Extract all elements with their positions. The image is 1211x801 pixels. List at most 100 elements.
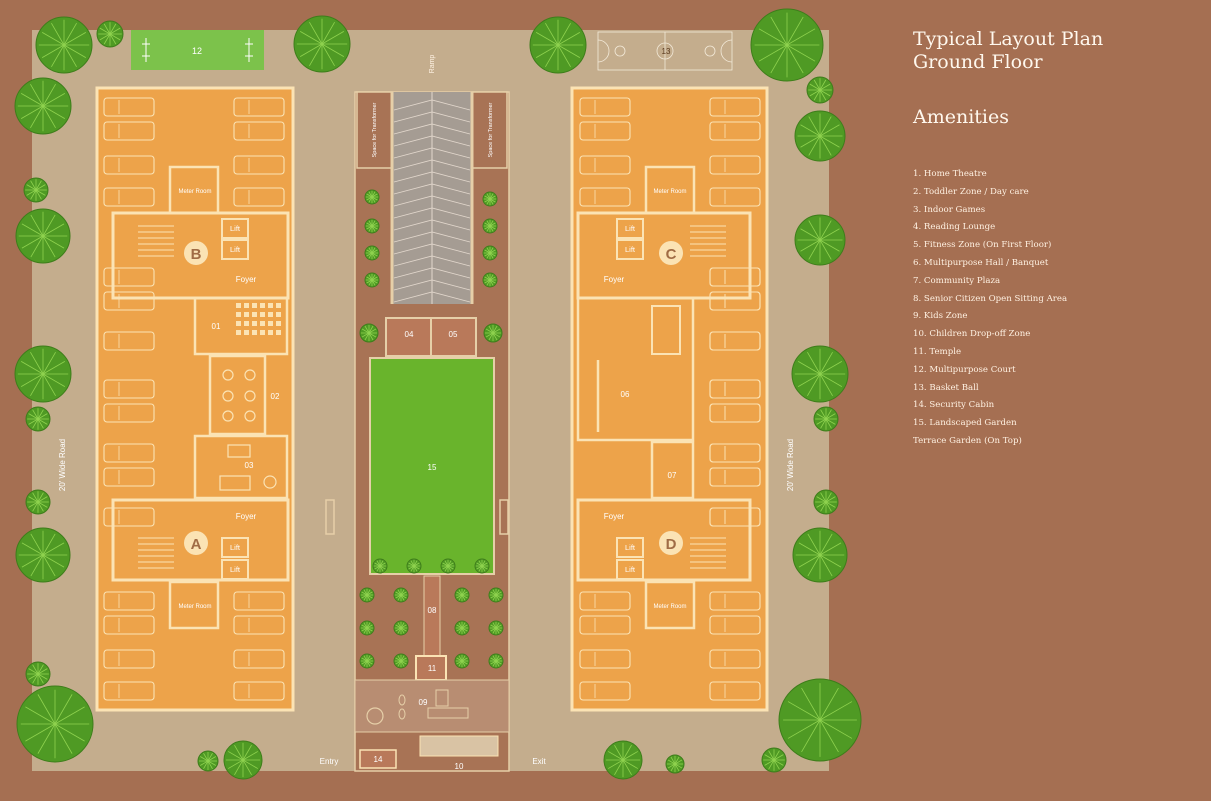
foyer-label: Foyer [604, 275, 625, 284]
tree-icon [223, 740, 263, 780]
parking-bay [103, 291, 155, 311]
lift-label: Lift [230, 224, 241, 233]
parking-bay [579, 615, 631, 635]
parking-bay [103, 681, 155, 701]
parking-bay [709, 681, 761, 701]
amenity-item: 2. Toddler Zone / Day care [913, 186, 1029, 197]
zone-label-09: 09 [419, 698, 428, 707]
tree-icon [482, 191, 498, 207]
block-a-marker [184, 531, 208, 555]
tree-icon [14, 345, 72, 403]
parking-bay [579, 97, 631, 117]
tree-icon [15, 208, 71, 264]
parking-bay [103, 467, 155, 487]
parking-bay [233, 155, 285, 175]
tree-icon [806, 76, 834, 104]
parking-bay [103, 443, 155, 463]
lift-label: Lift [625, 224, 636, 233]
tree-icon [792, 527, 848, 583]
parking-bays-right [579, 97, 761, 701]
parking-bay [709, 97, 761, 117]
lift-label: Lift [625, 245, 636, 254]
parking-bay [579, 681, 631, 701]
parking-bay [579, 591, 631, 611]
tree-icon [364, 218, 380, 234]
tree-icon [364, 272, 380, 288]
parking-bay [233, 615, 285, 635]
tree-icon [96, 20, 124, 48]
tree-icon [393, 653, 409, 669]
right-road-label: 20' Wide Road [786, 439, 795, 491]
zone-label-04: 04 [405, 330, 414, 339]
multipurpose-court: 12 [131, 30, 264, 70]
tree-icon [364, 245, 380, 261]
tree-icon [488, 653, 504, 669]
zone-label-13: 13 [662, 47, 671, 56]
amenities-heading: Amenities [913, 106, 1010, 128]
amenity-item: 12. Multipurpose Court [913, 364, 1016, 375]
meter-room-label: Meter Room [653, 189, 686, 195]
tree-icon [454, 620, 470, 636]
amenity-item: 5. Fitness Zone (On First Floor) [913, 240, 1052, 251]
parking-bay [579, 187, 631, 207]
tree-icon [406, 558, 422, 574]
parking-bay [233, 97, 285, 117]
amenity-item: 1. Home Theatre [913, 169, 987, 179]
tree-icon [25, 406, 51, 432]
parking-bay [709, 331, 761, 351]
tree-icon [359, 587, 375, 603]
parking-bay [103, 267, 155, 287]
parking-bay [579, 121, 631, 141]
zone-label-11: 11 [428, 664, 437, 673]
amenity-item: 3. Indoor Games [913, 204, 986, 215]
lift-label: Lift [230, 565, 241, 574]
basketball-court: 13 [597, 31, 733, 71]
tree-icon [14, 77, 72, 135]
parking-bay [709, 403, 761, 423]
tree-icon [359, 653, 375, 669]
parking-bay [233, 681, 285, 701]
tree-icon [483, 323, 503, 343]
zone-label-06: 06 [621, 390, 630, 399]
parking-bay [709, 121, 761, 141]
left-road-label: 20' Wide Road [58, 439, 67, 491]
tree-icon [794, 110, 846, 162]
tree-icon [16, 685, 94, 763]
tree-icon [529, 16, 587, 74]
parking-bay [233, 591, 285, 611]
tree-icon [794, 214, 846, 266]
block-c-marker [659, 241, 683, 265]
meter-room-label: Meter Room [653, 604, 686, 610]
trees [14, 8, 862, 780]
tree-icon [761, 747, 787, 773]
parking-bay [709, 443, 761, 463]
parking-bay [103, 121, 155, 141]
tree-icon [364, 189, 380, 205]
lift-label: Lift [625, 565, 636, 574]
zone-label-10: 10 [455, 762, 464, 771]
plan-title: Typical Layout Plan [913, 28, 1104, 50]
tree-icon [488, 587, 504, 603]
amenity-item: 13. Basket Ball [913, 382, 979, 393]
tree-icon [23, 177, 49, 203]
lift-label: Lift [230, 543, 241, 552]
ramp-label: Ramp [429, 55, 436, 74]
parking-bay [233, 121, 285, 141]
parking-bay [709, 615, 761, 635]
zone-label-15: 15 [428, 463, 437, 472]
zone-label-05: 05 [449, 330, 458, 339]
amenity-item: 15. Landscaped Garden [913, 418, 1017, 429]
zone-label-12: 12 [192, 46, 202, 56]
parking-bay [709, 649, 761, 669]
tree-icon [482, 245, 498, 261]
tree-icon [813, 406, 839, 432]
block-c-label: C [666, 246, 677, 263]
tower-c-d: C D Lift Lift Lift Lift Foyer Foyer Mete… [570, 86, 769, 712]
zone-label-01: 01 [212, 322, 221, 331]
block-a-label: A [191, 536, 202, 553]
landscaped-garden [369, 357, 495, 575]
meter-room-label: Meter Room [178, 189, 211, 195]
meter-room-label: Meter Room [178, 604, 211, 610]
parking-bay [709, 155, 761, 175]
